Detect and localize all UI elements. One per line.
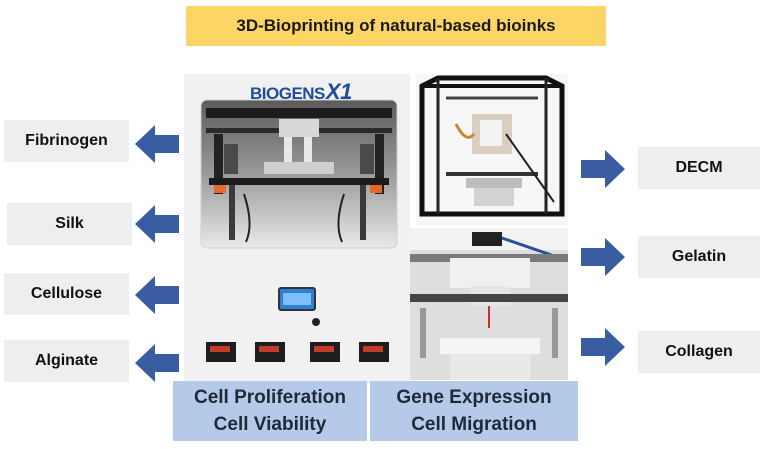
frame-printer-photo bbox=[416, 74, 568, 226]
label-alginate: Alginate bbox=[4, 340, 129, 382]
arrow-right-icon bbox=[581, 328, 625, 366]
diagram-title: 3D-Bioprinting of natural-based bioinks bbox=[186, 6, 606, 46]
brand-text: BIOGENS bbox=[250, 84, 325, 103]
arrow-right-icon bbox=[581, 150, 625, 188]
label-gelatin: Gelatin bbox=[638, 236, 760, 278]
outcome-line: Cell Viability bbox=[213, 414, 327, 435]
outcome-box-left: Cell Proliferation Cell Viability bbox=[173, 381, 367, 441]
outcome-line: Cell Migration bbox=[411, 414, 537, 435]
outcome-line: Gene Expression bbox=[396, 387, 552, 408]
outcome-box-right: Gene Expression Cell Migration bbox=[370, 381, 578, 441]
arrow-left-icon bbox=[135, 276, 179, 314]
outcome-line: Cell Proliferation bbox=[193, 387, 347, 408]
arrow-right-icon bbox=[581, 238, 625, 276]
arrow-left-icon bbox=[135, 344, 179, 382]
printer-photo: BIOGENS X1 bbox=[184, 74, 410, 384]
label-decm: DECM bbox=[638, 147, 760, 189]
brand-mark: X1 bbox=[325, 79, 352, 104]
arrow-left-icon bbox=[135, 205, 179, 243]
label-cellulose: Cellulose bbox=[4, 273, 129, 315]
label-fibrinogen: Fibrinogen bbox=[4, 120, 129, 162]
label-collagen: Collagen bbox=[638, 331, 760, 373]
printhead-photo bbox=[410, 228, 568, 380]
arrow-left-icon bbox=[135, 125, 179, 163]
label-silk: Silk bbox=[7, 203, 132, 245]
